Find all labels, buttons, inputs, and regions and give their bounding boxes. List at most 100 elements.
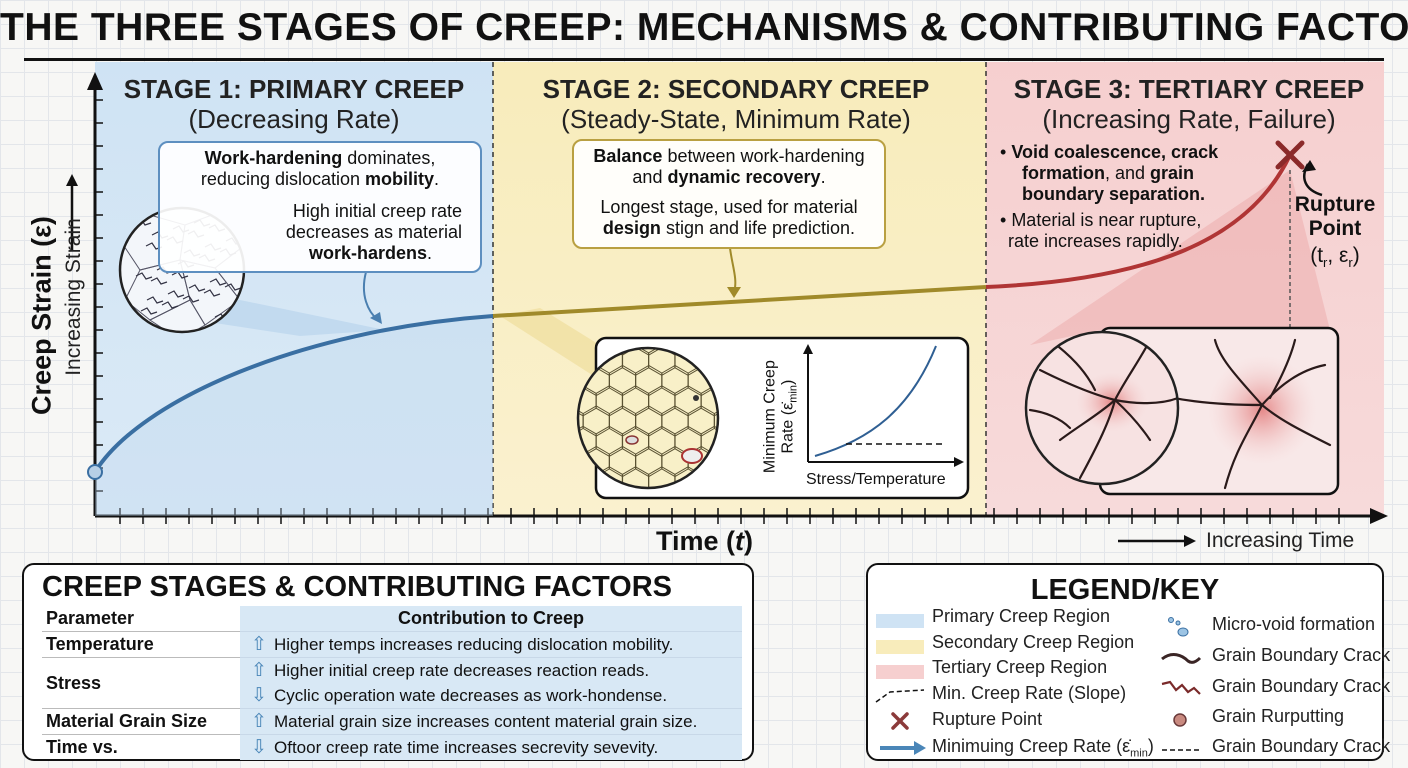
tertiary-bullet2-line2: rate increases rapidly. bbox=[1008, 231, 1183, 251]
factor-text: Oftoor creep rate time increases secrevi… bbox=[274, 738, 659, 757]
inset-y-arrow bbox=[803, 344, 813, 354]
factor-text: Cyclic operation wate decreases as work-… bbox=[274, 686, 668, 705]
curve-start-point bbox=[87, 464, 103, 480]
factors-table: Parameter Contribution to Creep Temperat… bbox=[42, 606, 742, 760]
legend-item-left: Secondary Creep Region bbox=[932, 632, 1134, 653]
stage-3-heading: STAGE 3: TERTIARY CREEP (Increasing Rate… bbox=[994, 74, 1384, 134]
tertiary-notes: • Void coalescence, crack formation, and… bbox=[1000, 142, 1270, 252]
callout2-bold-2: dynamic recovery bbox=[667, 167, 821, 187]
stage-3-subtitle: (Increasing Rate, Failure) bbox=[1042, 104, 1336, 134]
legend-item-sub: min bbox=[1130, 747, 1148, 760]
x-axis-ticks bbox=[119, 508, 1340, 524]
dislocation bbox=[171, 271, 189, 279]
inset-y-label-line2: Rate (ε̇ bbox=[779, 402, 797, 454]
primary-creep-callout: Work-hardening dominates, reducing dislo… bbox=[158, 141, 482, 273]
dislocation bbox=[203, 289, 221, 297]
rupture-label-line1: Rupture bbox=[1294, 193, 1376, 216]
tertiary-bullet1-bold-3: grain bbox=[1150, 163, 1195, 183]
dislocation bbox=[182, 295, 200, 303]
arrow-down-icon: ⇩ bbox=[251, 685, 267, 706]
legend-item-label: Tertiary Creep Region bbox=[932, 657, 1108, 677]
factor-contribution: ⇧Material grain size increases content m… bbox=[240, 708, 742, 735]
inset-y-label-close: ) bbox=[779, 379, 797, 386]
factor-contribution: ⇧ Higher temps increases reducing disloca… bbox=[240, 631, 742, 658]
factor-parameter: Material Grain Size bbox=[42, 708, 240, 735]
dislocation bbox=[135, 272, 153, 280]
tertiary-bullet2-line1: Material is near rupture, bbox=[1011, 210, 1202, 230]
legend-item-left: Min. Creep Rate (Slope) bbox=[932, 683, 1126, 704]
primary-creep-curve bbox=[93, 314, 494, 474]
rupture-label-line2: Point bbox=[1308, 217, 1362, 240]
y-axis-arrow bbox=[87, 72, 103, 90]
callout2-text-2: and bbox=[632, 167, 668, 187]
legend-item-label: Primary Creep Region bbox=[932, 606, 1111, 626]
callout1-text-5: decreases as material bbox=[285, 222, 462, 242]
inset-y-label-line1: Minimum Creep bbox=[761, 360, 779, 474]
legend-item-label: Min. Creep Rate (Slope) bbox=[932, 683, 1127, 703]
factor-contribution: ⇧ Higher initial creep rate decreases rea… bbox=[240, 657, 742, 683]
callout1-bold-3: work-hardens bbox=[308, 243, 427, 263]
callout2-text-4: Longest stage, used for material bbox=[600, 197, 858, 217]
increasing-strain-arrow-head bbox=[66, 174, 78, 186]
dislocation bbox=[209, 278, 227, 286]
factors-row: ⇩ Cyclic operation wate decreases as work… bbox=[42, 683, 742, 709]
callout1-text-3: . bbox=[434, 169, 440, 189]
page-title: THE THREE STAGES OF CREEP: MECHANISMS & … bbox=[0, 6, 1408, 49]
factor-text: Higher initial creep rate decreases reac… bbox=[274, 661, 650, 680]
tertiary-creep-curve bbox=[985, 154, 1292, 289]
secondary-creep-callout: Balance between work-hardening and dynam… bbox=[572, 139, 886, 249]
primary-curve-shade bbox=[95, 316, 493, 516]
callout2-text-1: between work-hardening bbox=[662, 146, 865, 166]
grain bbox=[557, 528, 583, 558]
arrow-up-icon: ⇧ bbox=[251, 634, 267, 655]
legend-item-right: Grain Boundary Crack bbox=[1212, 736, 1391, 756]
legend-item-label: Secondary Creep Region bbox=[932, 632, 1135, 652]
factors-title: CREEP STAGES & CONTRIBUTING FACTORS bbox=[42, 571, 672, 603]
x-axis-sublabel: Increasing Time bbox=[1206, 529, 1355, 552]
tertiary-bullet1-bold-2: formation bbox=[1022, 163, 1105, 183]
x-axis-label-close: ) bbox=[744, 526, 754, 556]
rupture-label-t: (t bbox=[1310, 244, 1324, 267]
increasing-time-arrow-head bbox=[1184, 535, 1196, 547]
factors-row: Temperature ⇧ Higher temps increases reduc… bbox=[42, 631, 742, 658]
inset-rate-curve bbox=[814, 345, 937, 457]
legend-title: LEGEND/KEY bbox=[1030, 574, 1220, 606]
legend-item-left: Primary Creep Region bbox=[932, 606, 1110, 627]
factor-parameter: Temperature bbox=[42, 631, 240, 658]
y-axis-label: Creep Strain (ε) bbox=[26, 216, 57, 415]
factor-parameter: Time vs. bbox=[42, 734, 240, 760]
title-underline bbox=[24, 58, 1384, 61]
callout-2-pointer-head bbox=[727, 287, 741, 298]
legend-item-left: Tertiary Creep Region bbox=[932, 657, 1107, 678]
callout2-bold-1: Balance bbox=[593, 146, 663, 166]
callout1-text-4: High initial creep rate bbox=[292, 201, 462, 221]
dislocation bbox=[188, 284, 206, 292]
factor-contribution: ⇩ Oftoor creep rate time increases secrev… bbox=[240, 734, 742, 760]
inset-x-arrow bbox=[954, 457, 964, 467]
tertiary-inset-glow bbox=[1207, 355, 1317, 465]
stage-2-title: STAGE 2: SECONDARY CREEP bbox=[542, 74, 930, 104]
dislocation bbox=[146, 296, 164, 304]
tertiary-bullet1-bold-4: boundary separation. bbox=[1022, 184, 1206, 204]
callout1-bold-2: mobility bbox=[365, 169, 435, 189]
legend-item-right: Grain Boundary Crack bbox=[1212, 645, 1391, 665]
tertiary-bullet1-text: , and bbox=[1105, 163, 1151, 183]
stage-1-title: STAGE 1: PRIMARY CREEP bbox=[123, 74, 465, 104]
factor-contribution: ⇩ Cyclic operation wate decreases as work… bbox=[240, 683, 742, 709]
factor-text: Higher temps increases reducing dislocat… bbox=[274, 635, 674, 654]
callout1-bold-1: Work-hardening bbox=[204, 148, 343, 168]
dislocation bbox=[140, 307, 158, 315]
factors-row: Time vs. ⇩ Oftoor creep rate time increase… bbox=[42, 734, 742, 760]
arrow-down-icon: ⇩ bbox=[251, 737, 267, 758]
stage-3-title: STAGE 3: TERTIARY CREEP bbox=[1013, 74, 1365, 104]
legend-item-label: Minimuing Creep Rate (ε̇ bbox=[932, 736, 1131, 756]
inset-y-label-sub: min bbox=[787, 385, 800, 403]
arrow-up-icon: ⇧ bbox=[251, 660, 267, 681]
factor-parameter: Stress bbox=[42, 657, 240, 709]
secondary-creep-curve bbox=[492, 285, 987, 318]
rupture-label-eps: , ε bbox=[1327, 244, 1349, 267]
factors-row: Stress ⇧ Higher initial creep rate decreas… bbox=[42, 657, 742, 709]
legend-item-right: Grain Rurputting bbox=[1212, 706, 1345, 726]
inset-x-label: Stress/Temperature bbox=[806, 471, 946, 488]
